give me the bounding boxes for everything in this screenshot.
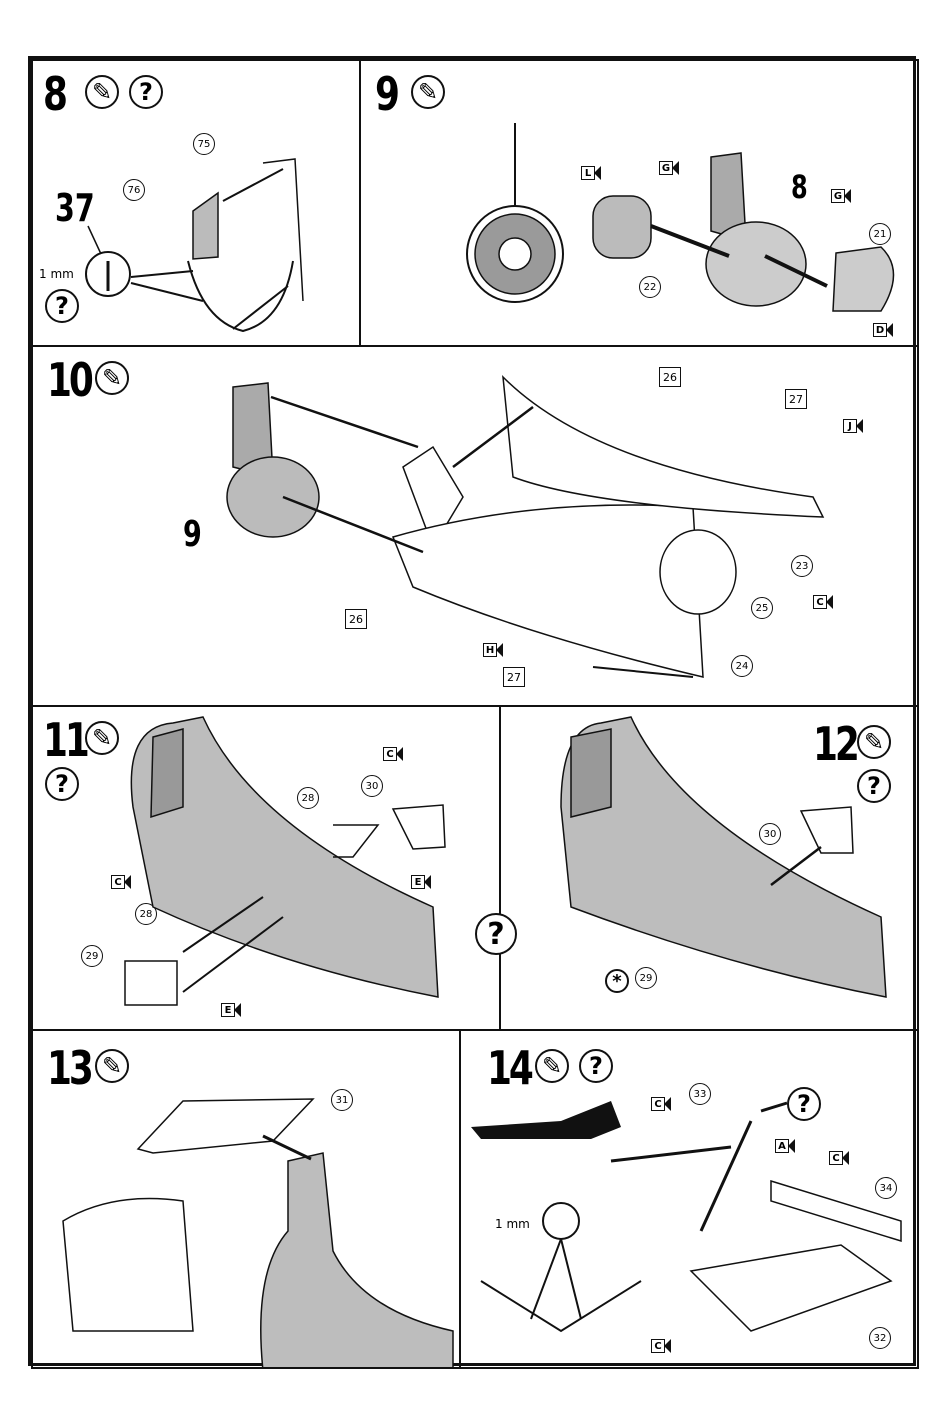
step-13-drawing <box>33 1031 461 1369</box>
step-10-panel: 10 ✎ 9 26 27 26 27 J C H 23 24 25 <box>31 345 919 707</box>
step-11-panel: 11 ✎ ? C 28 30 E C 28 29 E <box>31 705 501 1031</box>
step-9-drawing <box>361 61 919 347</box>
step-8-panel: 8 ✎ ? 75 76 37 1 mm ? <box>31 59 361 347</box>
instruction-page: 8 ✎ ? 75 76 37 1 mm ? 9 ✎ L G G D 22 21 … <box>28 56 916 1366</box>
step-11-drawing <box>33 707 501 1031</box>
step-13-panel: 13 ✎ 31 <box>31 1029 461 1369</box>
step-8-drawing <box>33 61 361 347</box>
step-12-drawing <box>501 707 919 1031</box>
step-14-drawing <box>461 1031 919 1369</box>
step-9-panel: 9 ✎ L G G D 22 21 8 <box>359 59 919 347</box>
question-icon: ? <box>475 913 517 955</box>
step-14-panel: 14 ✎ ? 33 ? C A C 34 1 mm C 32 <box>459 1029 919 1369</box>
step-12-panel: 12 ✎ ? 30 * 29 <box>499 705 919 1031</box>
step-10-drawing <box>33 347 919 707</box>
